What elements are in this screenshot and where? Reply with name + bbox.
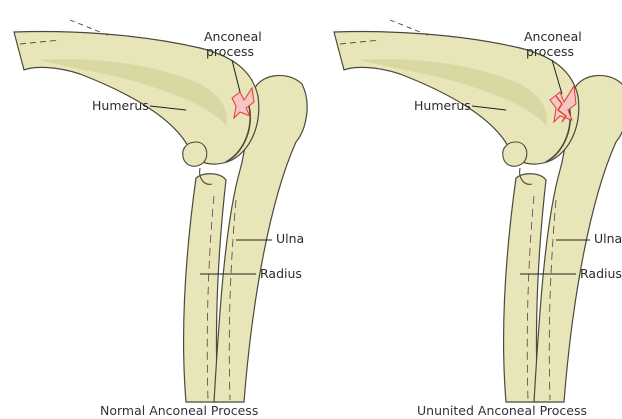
anconeal-label-line2: process bbox=[206, 44, 254, 59]
humerus-condyle bbox=[503, 142, 527, 166]
ulna-label: Ulna bbox=[594, 231, 622, 246]
radius-label: Radius bbox=[580, 266, 622, 281]
humerus-label: Humerus bbox=[92, 98, 149, 113]
humerus-label: Humerus bbox=[414, 98, 471, 113]
ulna-label: Ulna bbox=[276, 231, 304, 246]
normal-elbow-panel: Anconeal process Humerus Ulna Radius bbox=[14, 20, 307, 402]
anconeal-label-line1: Anconeal bbox=[524, 29, 582, 44]
humerus-condyle bbox=[183, 142, 207, 166]
normal-caption: Normal Anconeal Process bbox=[100, 403, 258, 418]
ununited-elbow-panel: Anconeal process Humerus Ulna Radius bbox=[334, 20, 622, 402]
radius-label: Radius bbox=[260, 266, 302, 281]
ununited-elbow-bones bbox=[334, 20, 622, 402]
anconeal-label-line1: Anconeal bbox=[204, 29, 262, 44]
ununited-caption: Ununited Anconeal Process bbox=[417, 403, 587, 418]
anconeal-label-line2: process bbox=[526, 44, 574, 59]
normal-elbow-bones bbox=[14, 20, 307, 402]
